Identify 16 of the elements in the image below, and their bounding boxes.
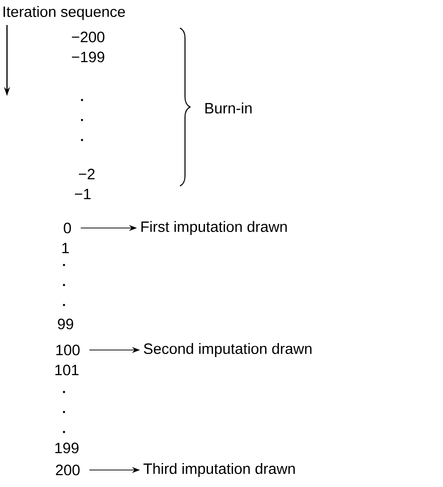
- step-number: 200: [56, 464, 80, 476]
- outcome-label: First imputation drawn: [141, 221, 287, 235]
- iteration-number: −1: [74, 188, 91, 200]
- iteration-number: 99: [58, 318, 74, 330]
- iteration-number: −199: [72, 52, 104, 62]
- axis-title: Iteration sequence: [4, 6, 125, 20]
- brace-label: Burn-in: [205, 102, 252, 114]
- outcome-label: Second imputation drawn: [144, 343, 312, 357]
- iteration-number: 1: [62, 242, 69, 254]
- iteration-number: 199: [55, 442, 78, 454]
- iteration-number: −200: [72, 32, 104, 42]
- step-number: 0: [64, 222, 71, 234]
- iteration-number: 101: [55, 364, 78, 376]
- iteration-number: −2: [78, 168, 95, 180]
- outcome-label: Third imputation drawn: [144, 463, 295, 477]
- step-number: 100: [56, 344, 80, 356]
